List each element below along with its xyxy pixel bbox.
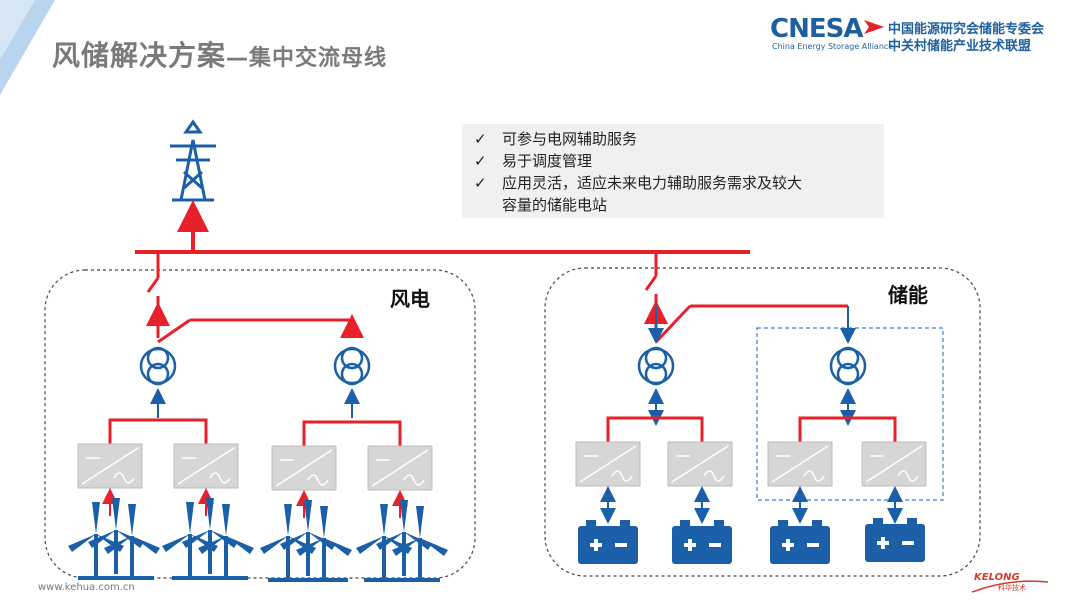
- transformer-icon: [637, 346, 675, 386]
- checklist-item: 容量的储能电站: [474, 194, 874, 216]
- inverter-icon: [667, 441, 733, 487]
- checklist-text: 应用灵活，适应未来电力辅助服务需求及较大: [502, 174, 803, 192]
- battery-arrows: [600, 486, 903, 524]
- wind-turbine-icon: [356, 500, 448, 582]
- wind-turbine-icon: [260, 500, 352, 582]
- inverter-icon: [861, 441, 927, 487]
- storage-feeder: [644, 252, 848, 344]
- footer-brand: KELONG: [974, 572, 1020, 583]
- grid-tower-icon: [170, 119, 216, 202]
- page-title: 风储解决方案—集中交流母线: [52, 34, 387, 74]
- kelong-swoosh-icon: [971, 580, 1049, 593]
- logo-brand: CNESA: [770, 14, 863, 44]
- transformer-icon: [333, 346, 371, 386]
- wind-turbine-icon: [162, 498, 254, 580]
- check-icon: ✓: [474, 130, 487, 148]
- transformer-icon: [139, 346, 177, 386]
- inverter-icon: [271, 445, 337, 491]
- logo-brand-en: China Energy Storage Alliance: [772, 42, 894, 51]
- logo-cn-line2: 中关村储能产业技术联盟: [888, 39, 1032, 54]
- footer-url: www.kehua.com.cn: [38, 582, 135, 593]
- checklist-item: ✓ 可参与电网辅助服务: [474, 128, 874, 150]
- checklist-text: 可参与电网辅助服务: [502, 130, 638, 148]
- title-sub: —集中交流母线: [226, 46, 388, 71]
- kelong-logo: KELONG 科华技术: [970, 572, 1050, 594]
- inverter-icon: [767, 441, 833, 487]
- logo-arrow-icon: [864, 20, 884, 34]
- wind-turbine-icon: [68, 498, 160, 580]
- battery-icon: [865, 518, 925, 562]
- checklist-text: 容量的储能电站: [502, 196, 608, 214]
- inverter-icon: [77, 443, 143, 489]
- inverter-connectors: [108, 416, 897, 446]
- checklist-text: 易于调度管理: [502, 152, 593, 170]
- wind-feeder: [146, 252, 364, 344]
- footer-brand-cn: 科华技术: [998, 584, 1026, 592]
- feature-checklist: ✓ 可参与电网辅助服务 ✓ 易于调度管理 ✓ 应用灵活，适应未来电力辅助服务需求及较大…: [462, 124, 884, 218]
- inverter-icon: [575, 441, 641, 487]
- cnesa-logo: CNESA China Energy Storage Alliance 中国能源…: [770, 14, 1075, 54]
- wind-region: [44, 269, 476, 579]
- inverter-icon: [367, 445, 433, 491]
- battery-icon: [578, 520, 638, 564]
- battery-icon: [770, 520, 830, 564]
- storage-label: 储能: [888, 283, 928, 307]
- inverter-icon: [173, 443, 239, 489]
- turbine-arrows: [102, 488, 408, 518]
- wind-label: 风电: [390, 287, 430, 311]
- check-icon: ✓: [474, 174, 487, 192]
- battery-icon: [672, 520, 732, 564]
- checklist-item: ✓ 应用灵活，适应未来电力辅助服务需求及较大: [474, 172, 874, 194]
- checklist-item: ✓ 易于调度管理: [474, 150, 874, 172]
- title-main: 风储解决方案: [52, 39, 227, 72]
- transformer-icon: [829, 346, 867, 386]
- logo-cn-line1: 中国能源研究会储能专委会: [888, 22, 1045, 37]
- check-icon: ✓: [474, 152, 487, 170]
- corner-decoration: [0, 0, 55, 95]
